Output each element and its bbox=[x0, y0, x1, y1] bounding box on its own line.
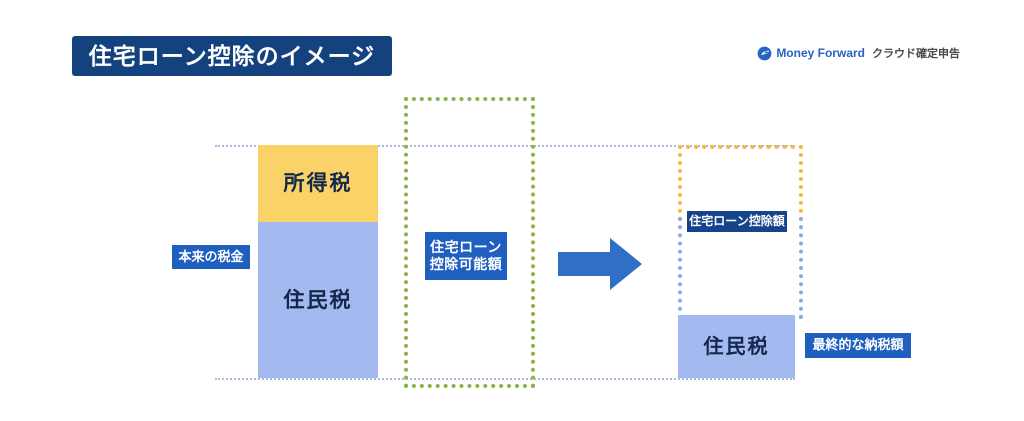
callout-deduction-amount: 住宅ローン控除額 bbox=[687, 211, 787, 232]
bar-label-income-tax: 所得税 bbox=[283, 172, 353, 195]
callout-deductible-amount: 住宅ローン 控除可能額 bbox=[425, 232, 507, 280]
bar-label-resident-tax-after: 住民税 bbox=[703, 335, 770, 358]
callout-original-tax: 本来の税金 bbox=[172, 245, 250, 269]
box-income-tax-deducted bbox=[678, 145, 803, 221]
brand-product-name: クラウド確定申告 bbox=[872, 48, 960, 60]
box-resident-tax-deducted bbox=[678, 217, 803, 319]
callout-deductible-line1: 住宅ローン bbox=[430, 238, 502, 255]
box-deductible-amount bbox=[404, 97, 535, 388]
brand-logo: Money Forward クラウド確定申告 bbox=[757, 44, 960, 62]
bar-resident-tax-before: 住民税 bbox=[258, 222, 378, 378]
bar-label-resident-tax-before: 住民税 bbox=[283, 288, 353, 312]
callout-final-tax: 最終的な納税額 bbox=[805, 333, 911, 358]
right-arrow-icon bbox=[558, 238, 642, 290]
callout-original-tax-text: 本来の税金 bbox=[178, 248, 244, 264]
guideline-top bbox=[215, 145, 795, 147]
callout-deductible-line2: 控除可能額 bbox=[429, 256, 503, 272]
page-title-banner: 住宅ローン控除のイメージ bbox=[72, 36, 392, 76]
bar-income-tax-before: 所得税 bbox=[258, 145, 378, 222]
callout-deduction-amount-text: 住宅ローン控除額 bbox=[689, 214, 785, 228]
brand-name: Money Forward bbox=[776, 46, 865, 60]
guideline-bottom bbox=[215, 378, 795, 380]
money-forward-swirl-icon bbox=[757, 46, 772, 60]
bar-resident-tax-after: 住民税 bbox=[678, 315, 795, 378]
callout-final-tax-text: 最終的な納税額 bbox=[812, 337, 904, 353]
page-title: 住宅ローン控除のイメージ bbox=[88, 42, 376, 69]
